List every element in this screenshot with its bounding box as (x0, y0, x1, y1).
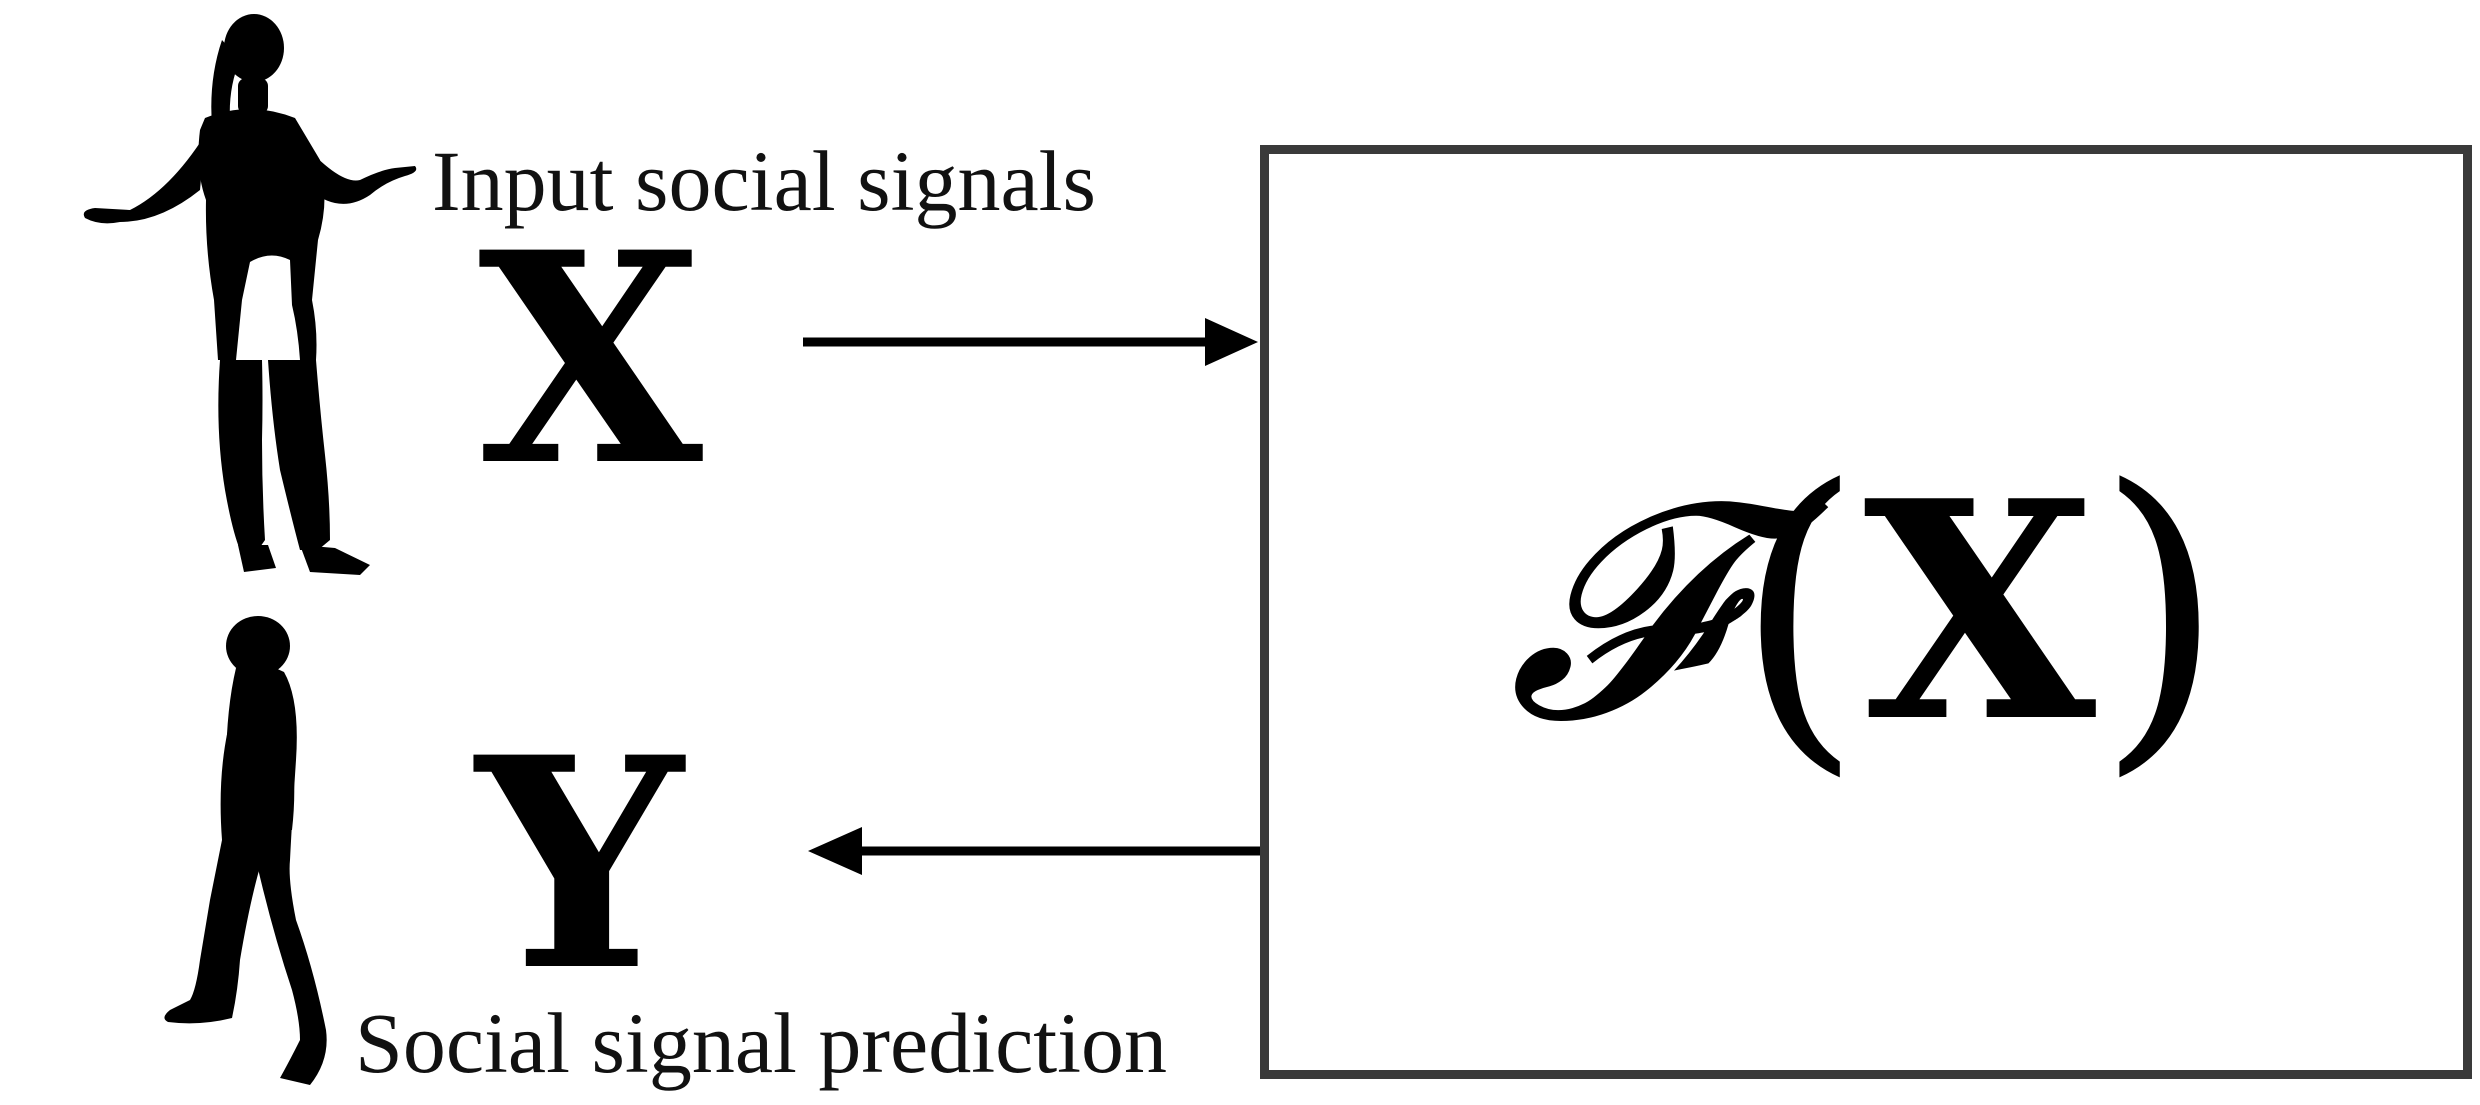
output-arrow (808, 827, 1262, 875)
open-paren: ( (1734, 420, 1864, 804)
function-box: 𝓕 ( X ) (1260, 145, 2472, 1079)
output-symbol: Y (476, 695, 684, 1035)
input-label: Input social signals (432, 133, 1097, 229)
input-symbol: X (478, 190, 704, 530)
close-paren: ) (2096, 420, 2225, 804)
woman-silhouette-icon (83, 14, 417, 575)
output-label: Social signal prediction (355, 995, 1168, 1091)
child-silhouette-icon (164, 616, 327, 1085)
function-formula: 𝓕 ( X ) (1269, 154, 2463, 1070)
input-arrow (803, 318, 1258, 366)
function-variable: X (1863, 435, 2097, 788)
function-symbol: 𝓕 (1507, 437, 1729, 786)
